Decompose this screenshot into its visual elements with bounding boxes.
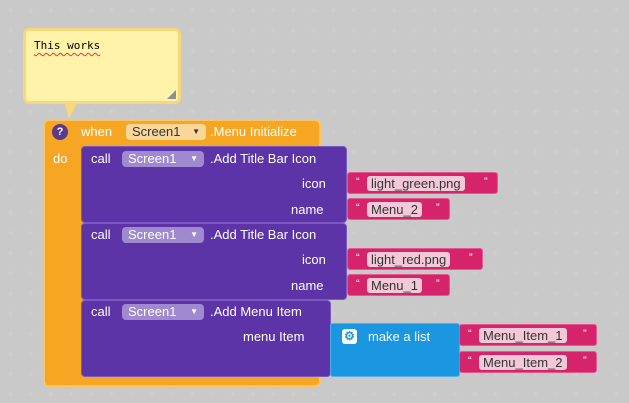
call-component-label: Screen1 — [128, 304, 177, 319]
call-component-dropdown[interactable]: Screen1 ▼ — [122, 151, 204, 167]
call-keyword: call — [91, 151, 111, 166]
param-label: name — [291, 278, 324, 293]
close-quote: ” — [436, 202, 440, 214]
comment-resize-handle[interactable] — [167, 90, 176, 99]
text-value[interactable]: light_green.png — [367, 176, 465, 191]
do-keyword: do — [53, 151, 68, 166]
open-quote: “ — [468, 355, 472, 367]
call-component-dropdown[interactable]: Screen1 ▼ — [122, 304, 204, 320]
comment-icon[interactable]: ? — [52, 124, 68, 140]
method-name: .Add Title Bar Icon — [210, 227, 317, 242]
close-quote: ” — [484, 176, 488, 188]
chevron-down-icon: ▼ — [192, 127, 200, 136]
text-block[interactable]: “ Menu_Item_2 ” — [459, 351, 597, 373]
event-component-dropdown[interactable]: Screen1 ▼ — [126, 124, 206, 140]
call-component-dropdown[interactable]: Screen1 ▼ — [122, 227, 204, 243]
text-value[interactable]: Menu_1 — [367, 278, 422, 293]
call-keyword: call — [91, 227, 111, 242]
gear-icon[interactable]: ⚙ — [342, 329, 357, 344]
text-value[interactable]: Menu_Item_2 — [479, 355, 567, 370]
close-quote: ” — [583, 328, 587, 340]
open-quote: “ — [356, 252, 360, 264]
comment-tail — [64, 101, 78, 119]
close-quote: ” — [469, 252, 473, 264]
method-name: .Add Title Bar Icon — [210, 151, 317, 166]
open-quote: “ — [356, 176, 360, 188]
comment-bubble[interactable]: This works — [23, 28, 181, 104]
close-quote: ” — [583, 355, 587, 367]
param-label: icon — [302, 176, 326, 191]
text-block[interactable]: “ Menu_2 ” — [347, 198, 450, 220]
call-block-add-title-bar-icon-1[interactable] — [81, 146, 347, 223]
call-keyword: call — [91, 304, 111, 319]
method-name: .Add Menu Item — [210, 304, 302, 319]
param-label: menu Item — [243, 329, 305, 344]
open-quote: “ — [356, 202, 360, 214]
text-value[interactable]: Menu_Item_1 — [479, 328, 567, 343]
chevron-down-icon: ▼ — [190, 307, 198, 316]
open-quote: “ — [356, 278, 360, 290]
chevron-down-icon: ▼ — [190, 230, 198, 239]
call-component-label: Screen1 — [128, 227, 177, 242]
event-name: .Menu Initialize — [210, 124, 297, 139]
event-component-label: Screen1 — [132, 124, 181, 139]
comment-text[interactable]: This works — [34, 39, 101, 52]
text-value[interactable]: Menu_2 — [367, 202, 422, 217]
text-block[interactable]: “ light_red.png ” — [347, 248, 483, 270]
chevron-down-icon: ▼ — [190, 154, 198, 163]
text-value[interactable]: light_red.png — [367, 252, 451, 267]
close-quote: ” — [436, 278, 440, 290]
call-component-label: Screen1 — [128, 151, 177, 166]
text-block[interactable]: “ Menu_1 ” — [347, 274, 450, 296]
param-label: icon — [302, 252, 326, 267]
make-a-list-label: make a list — [368, 329, 431, 344]
text-block[interactable]: “ light_green.png ” — [347, 172, 498, 194]
when-keyword: when — [81, 124, 113, 139]
param-label: name — [291, 202, 324, 217]
text-block[interactable]: “ Menu_Item_1 ” — [459, 324, 597, 346]
open-quote: “ — [468, 328, 472, 340]
